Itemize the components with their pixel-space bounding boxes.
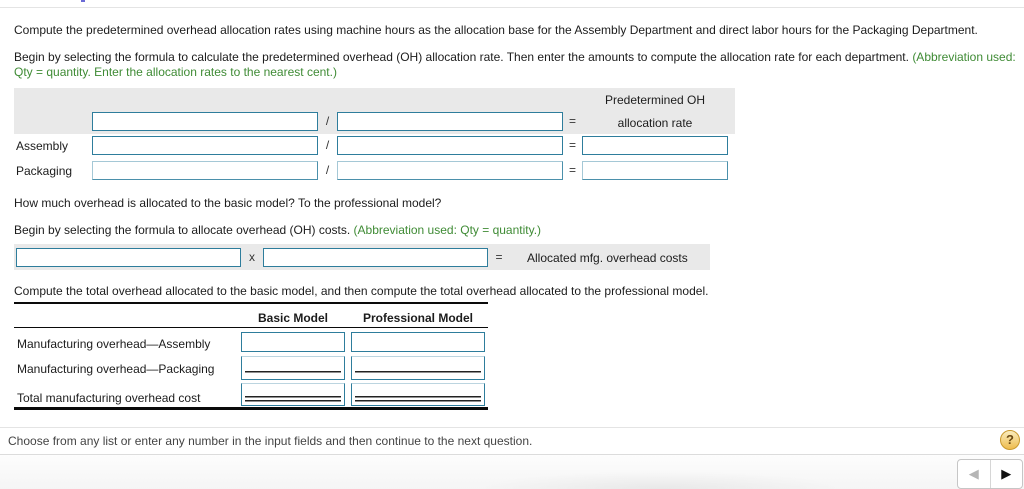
assembly-numerator-input[interactable] [92,136,318,155]
rate-formula-denominator-input[interactable] [337,112,563,131]
packaging-denominator-input[interactable] [337,161,563,180]
footer-bar [0,455,1024,489]
chevron-left-icon: ◀ [968,466,979,481]
instruction-paragraph-1: Compute the predetermined overhead alloc… [14,23,978,37]
top-divider [0,7,1024,8]
alloc-table-col1-header: Basic Model [257,311,329,325]
rate-row-label-packaging: Packaging [16,164,73,178]
assembly-denominator-input[interactable] [337,136,563,155]
packaging-equals-symbol: = [568,163,576,177]
question-2-text: How much overhead is allocated to the ba… [14,196,442,210]
question-nav: ◀ ▶ [957,459,1023,489]
rate-formula-equals-symbol: = [568,114,576,128]
formula-2-instruction-black: Begin by selecting the formula to alloca… [14,223,351,237]
rate-table-header-line2: allocation rate [617,116,693,130]
rate-formula-numerator-input[interactable] [92,112,318,131]
next-question-button[interactable]: ▶ [991,460,1023,488]
instruction-paragraph-2-green: (Abbreviation used: Qty = quantity. Ente… [14,50,1016,79]
instruction-paragraph-2: Begin by selecting the formula to calcul… [14,50,1016,80]
packaging-divide-symbol: / [325,163,330,177]
assembly-equals-symbol: = [568,138,576,152]
instruction-paragraph-2-black: Begin by selecting the formula to calcul… [14,50,909,64]
alloc-table-header-rule [14,327,488,328]
top-edge-artifact [81,0,85,2]
prompt-top-divider [0,427,1024,428]
allocation-equals-symbol: = [495,250,503,264]
formula-2-instruction: Begin by selecting the formula to alloca… [14,223,1016,238]
footer-prompt: Choose from any list or enter any number… [8,434,533,448]
total-professional-input[interactable] [351,383,485,406]
alloc-table-col2-header: Professional Model [362,311,474,325]
alloc-table-top-border [14,302,488,304]
allocation-rate-input[interactable] [16,248,241,267]
packaging-numerator-input[interactable] [92,161,318,180]
total-overhead-instruction: Compute the total overhead allocated to … [14,284,709,298]
allocation-multiply-symbol: x [249,250,255,264]
rate-table-header-line1: Predetermined OH [604,93,706,107]
packaging-basic-input[interactable] [241,356,345,380]
help-icon[interactable]: ? [1000,430,1020,450]
formula-2-instruction-green: (Abbreviation used: Qty = quantity.) [353,223,542,237]
alloc-row-label-assembly: Manufacturing overhead—Assembly [17,337,211,351]
allocation-quantity-input[interactable] [263,248,488,267]
assembly-divide-symbol: / [325,138,330,152]
rate-row-label-assembly: Assembly [16,139,69,153]
footer-divider [0,454,1024,455]
alloc-table-bottom-border [14,407,488,410]
assembly-rate-input[interactable] [582,136,728,155]
allocation-result-label: Allocated mfg. overhead costs [527,251,688,265]
alloc-row-label-total: Total manufacturing overhead cost [17,391,201,405]
rate-formula-divide-symbol: / [325,114,330,128]
assembly-basic-input[interactable] [241,332,345,352]
previous-question-button[interactable]: ◀ [958,460,991,488]
assembly-professional-input[interactable] [351,332,485,352]
alloc-row-label-packaging: Manufacturing overhead—Packaging [17,362,215,376]
packaging-rate-input[interactable] [582,161,728,180]
chevron-right-icon: ▶ [1001,466,1012,481]
total-basic-input[interactable] [241,383,345,406]
packaging-professional-input[interactable] [351,356,485,380]
